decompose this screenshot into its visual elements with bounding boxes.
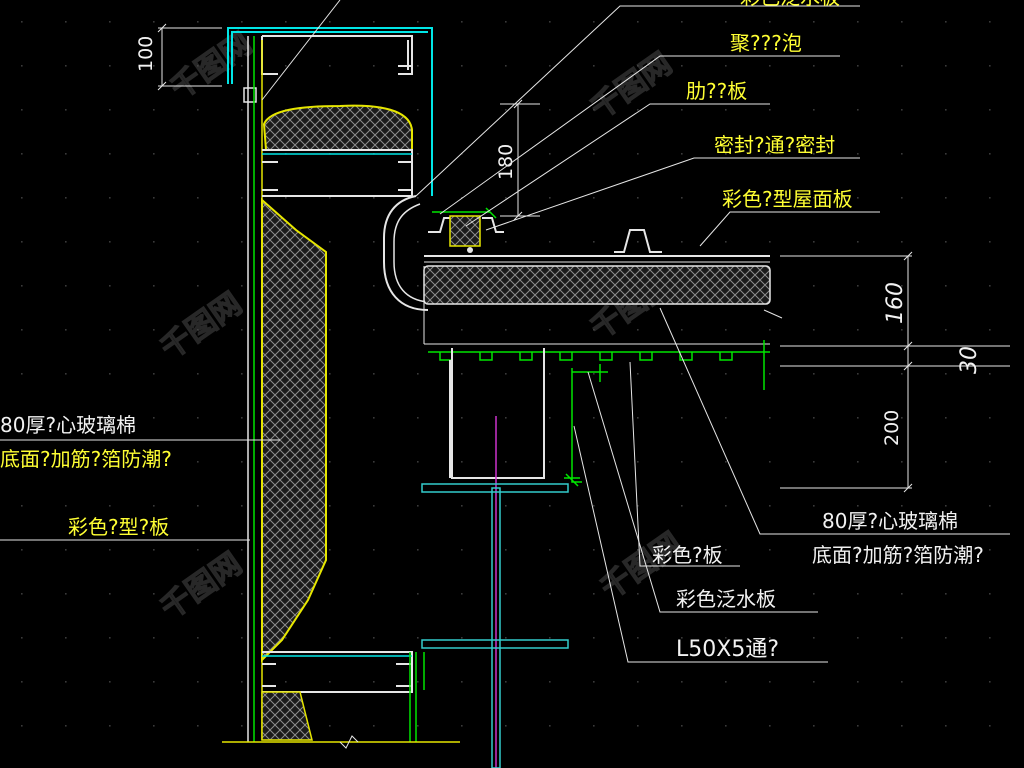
- seal-foam-block: [449, 215, 481, 247]
- eave-flashing: [383, 195, 429, 311]
- labels-group: 彩色泛水板 聚???泡 肋??板 密封?通?密封 彩色?型屋面板 80厚?心玻璃…: [0, 0, 984, 662]
- green-seal: [432, 207, 497, 219]
- roof-purlin: [449, 348, 545, 479]
- leaders-group: [0, 0, 1010, 663]
- upper-insulation: [262, 104, 413, 151]
- label-roof-insulation-1: 80厚?心玻璃棉: [822, 509, 958, 533]
- bottom-fixing: [409, 652, 425, 742]
- label-sealing-foam: 聚???泡: [730, 31, 802, 55]
- dim-180-lines: [500, 99, 540, 221]
- rivet: [467, 247, 473, 253]
- top-cap-flashing: [227, 27, 433, 196]
- dim-flashing-height: 180: [495, 144, 517, 180]
- eave-flashing-inner: [393, 203, 429, 303]
- dim-top-lines: [157, 23, 222, 91]
- leader-angle-steel: [573, 425, 828, 663]
- wall-assembly: [222, 27, 460, 749]
- break-mark: [339, 735, 359, 749]
- label-color-plate: 彩色?板: [652, 543, 723, 567]
- leader-top-cut: [261, 0, 341, 101]
- lower-wall-purlin: [262, 651, 413, 693]
- label-wall-insulation-2: 底面?加筋?箔防潮?: [0, 447, 172, 471]
- roof-rib-1: [428, 217, 504, 233]
- roof-deck-profile: [428, 351, 770, 361]
- lower-insulation: [261, 691, 313, 741]
- leader-rib-plate: [465, 103, 770, 227]
- label-roof-panel: 彩色?型屋面板: [722, 187, 853, 211]
- label-roof-insulation-2: 底面?加筋?箔防潮?: [812, 543, 984, 567]
- column-web: [491, 487, 501, 768]
- label-color-flashing: 彩色泛水板: [676, 587, 776, 611]
- roof-rib-2: [614, 229, 662, 253]
- label-rib-plate: 肋??板: [686, 79, 747, 103]
- label-seal-strip: 密封?通?密封: [714, 133, 835, 157]
- label-wall-insulation-1: 80厚?心玻璃棉: [0, 413, 136, 437]
- upper-wall-purlin: [262, 149, 413, 197]
- label-angle-steel: L50X5通?: [676, 637, 779, 662]
- angle-steel: [564, 368, 608, 487]
- dim-purlin-depth: 200: [881, 410, 903, 446]
- roof-assembly: [383, 195, 783, 768]
- leader-seal-strip: [485, 157, 860, 231]
- leader-roof-insulation: [659, 307, 1010, 535]
- break-roof: [763, 309, 783, 319]
- label-wall-panel: 彩色?型?板: [68, 515, 169, 539]
- leader-roof-panel: [699, 211, 880, 247]
- dimensions-group: 100 180 160 30 200: [135, 23, 1010, 493]
- leader-flashing-top: [415, 5, 860, 197]
- label-top-cut: 彩色泛水板: [740, 0, 840, 9]
- column-top-flange: [421, 483, 569, 493]
- column-bottom-flange: [421, 639, 569, 649]
- dim-right-lines: [780, 251, 1010, 493]
- dim-gap: 30: [957, 346, 982, 374]
- roof-insulation: [423, 265, 771, 305]
- dim-roof-thickness: 160: [883, 282, 908, 324]
- leader-color-flashing: [587, 371, 818, 613]
- top-bolt: [243, 87, 257, 103]
- leader-color-plate: [629, 361, 740, 567]
- leader-sealing-foam: [439, 55, 840, 215]
- dim-top-cap: 100: [135, 36, 157, 72]
